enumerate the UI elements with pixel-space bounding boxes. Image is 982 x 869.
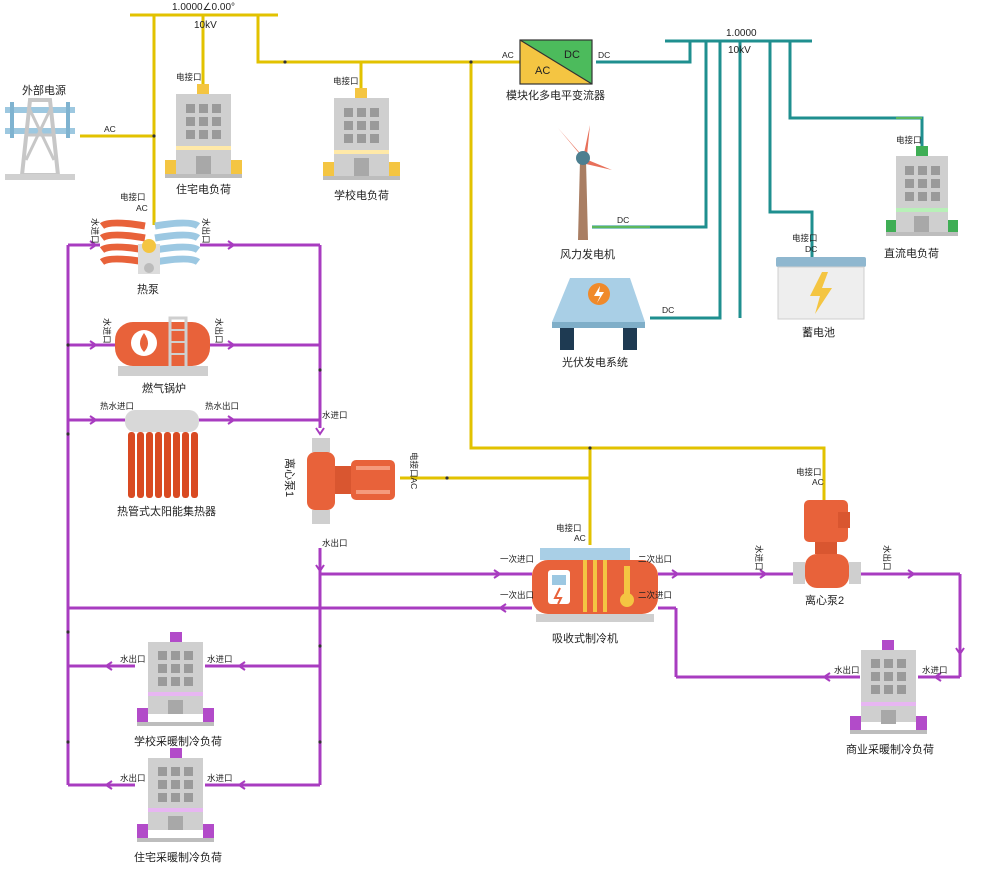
school-elec-port: 电接口 bbox=[333, 76, 359, 86]
heat-pump-label: 热泵 bbox=[137, 283, 159, 296]
pump1-water-in: 水进口 bbox=[322, 410, 348, 420]
dc-network bbox=[592, 39, 924, 320]
battery-port: 电接口 bbox=[792, 233, 818, 243]
commercial-hvac-label: 商业采暖制冷负荷 bbox=[846, 742, 934, 756]
wind-turbine-label: 风力发电机 bbox=[560, 247, 615, 261]
absorption-chiller-label: 吸收式制冷机 bbox=[552, 631, 618, 645]
flow-arrows bbox=[89, 240, 965, 790]
chiller-primary-out: 一次出口 bbox=[500, 590, 534, 600]
battery-icon[interactable] bbox=[776, 257, 866, 320]
battery-dc-port: DC bbox=[805, 244, 817, 254]
hp-elec-port: 电接口 bbox=[120, 192, 146, 202]
gas-boiler-label: 燃气锅炉 bbox=[142, 381, 186, 395]
pump2-water-out: 水出口 bbox=[882, 545, 892, 571]
chiller-secondary-out: 二次出口 bbox=[638, 554, 672, 564]
commercial-hvac-building[interactable] bbox=[850, 640, 927, 734]
dc-bus-value: 1.0000 bbox=[726, 28, 757, 39]
wind-turbine-icon[interactable] bbox=[558, 125, 612, 240]
hp-water-out: 水出口 bbox=[201, 218, 211, 244]
chiller-secondary-in: 二次进口 bbox=[638, 590, 672, 600]
dc-bus-unit: 10kV bbox=[728, 45, 751, 56]
res-hvac-water-in: 水进口 bbox=[207, 773, 233, 783]
mmc-converter-icon[interactable] bbox=[519, 39, 593, 85]
pump1-water-out: 水出口 bbox=[322, 538, 348, 548]
pump1-icon[interactable] bbox=[307, 438, 395, 524]
external-source-label: 外部电源 bbox=[22, 83, 66, 97]
pump2-icon[interactable] bbox=[793, 500, 861, 588]
pump2-ac-port: AC bbox=[812, 477, 824, 487]
pump2-water-in: 水进口 bbox=[754, 545, 764, 571]
solar-hot-in: 热水进口 bbox=[100, 401, 134, 411]
dc-load-building[interactable] bbox=[886, 146, 958, 236]
pump1-elec-port: 电接口AC bbox=[409, 452, 419, 489]
mmc-ac-port: AC bbox=[502, 50, 514, 60]
gas-boiler-icon[interactable] bbox=[115, 316, 210, 376]
heat-pump-icon[interactable] bbox=[99, 219, 201, 274]
dc-load-port: 电接口 bbox=[896, 135, 922, 145]
solar-collector-icon[interactable] bbox=[125, 410, 199, 498]
pv-dc-port: DC bbox=[662, 305, 674, 315]
absorption-chiller-icon[interactable] bbox=[532, 548, 658, 622]
wind-dc-port: DC bbox=[617, 215, 629, 225]
dc-load-label: 直流电负荷 bbox=[884, 246, 939, 260]
pump1-label: 离心泵1 bbox=[283, 458, 297, 497]
battery-label: 蓄电池 bbox=[802, 326, 835, 339]
chiller-elec-port: 电接口 bbox=[556, 523, 582, 533]
com-hvac-water-out: 水出口 bbox=[834, 665, 860, 675]
boiler-water-in: 水进口 bbox=[102, 318, 112, 344]
school-hvac-water-out: 水出口 bbox=[120, 654, 146, 664]
pump2-label: 离心泵2 bbox=[805, 593, 844, 607]
hp-water-in: 水进口 bbox=[90, 218, 100, 244]
school-load-label: 学校电负荷 bbox=[334, 188, 389, 202]
chiller-ac-port: AC bbox=[574, 533, 586, 543]
residential-hvac-label: 住宅采暖制冷负荷 bbox=[134, 850, 222, 864]
com-hvac-water-in: 水进口 bbox=[922, 665, 948, 675]
mmc-converter-label: 模块化多电平变流器 bbox=[506, 88, 605, 102]
res-hvac-water-out: 水出口 bbox=[120, 773, 146, 783]
ac-bus-value: 1.0000∠0.00° bbox=[172, 2, 235, 13]
school-load-building[interactable] bbox=[323, 88, 400, 180]
solar-hot-out: 热水出口 bbox=[205, 401, 239, 411]
hp-ac-port: AC bbox=[136, 203, 148, 213]
chiller-primary-in: 一次进口 bbox=[500, 554, 534, 564]
school-hvac-building[interactable] bbox=[137, 632, 214, 726]
school-hvac-water-in: 水进口 bbox=[207, 654, 233, 664]
pv-system-label: 光伏发电系统 bbox=[562, 355, 628, 369]
mmc-dc-port: DC bbox=[598, 50, 610, 60]
boiler-water-out: 水出口 bbox=[214, 318, 224, 344]
residential-load-label: 住宅电负荷 bbox=[176, 182, 231, 196]
ac-bus-unit: 10kV bbox=[194, 20, 217, 31]
junction-dots bbox=[66, 60, 592, 744]
res-elec-port: 电接口 bbox=[176, 72, 202, 82]
pv-system-icon[interactable] bbox=[552, 278, 645, 350]
ac-network bbox=[80, 13, 826, 545]
pump2-elec-port: 电接口 bbox=[796, 467, 822, 477]
mmc-ac-inner: AC bbox=[535, 65, 550, 77]
external-source-icon[interactable] bbox=[5, 98, 75, 180]
water-network bbox=[66, 243, 962, 787]
mmc-dc-inner: DC bbox=[564, 49, 580, 61]
residential-load-building[interactable] bbox=[165, 84, 242, 178]
residential-hvac-building[interactable] bbox=[137, 748, 214, 842]
solar-collector-label: 热管式太阳能集热器 bbox=[117, 504, 216, 518]
ac-tag: AC bbox=[104, 124, 116, 134]
school-hvac-label: 学校采暖制冷负荷 bbox=[134, 734, 222, 748]
